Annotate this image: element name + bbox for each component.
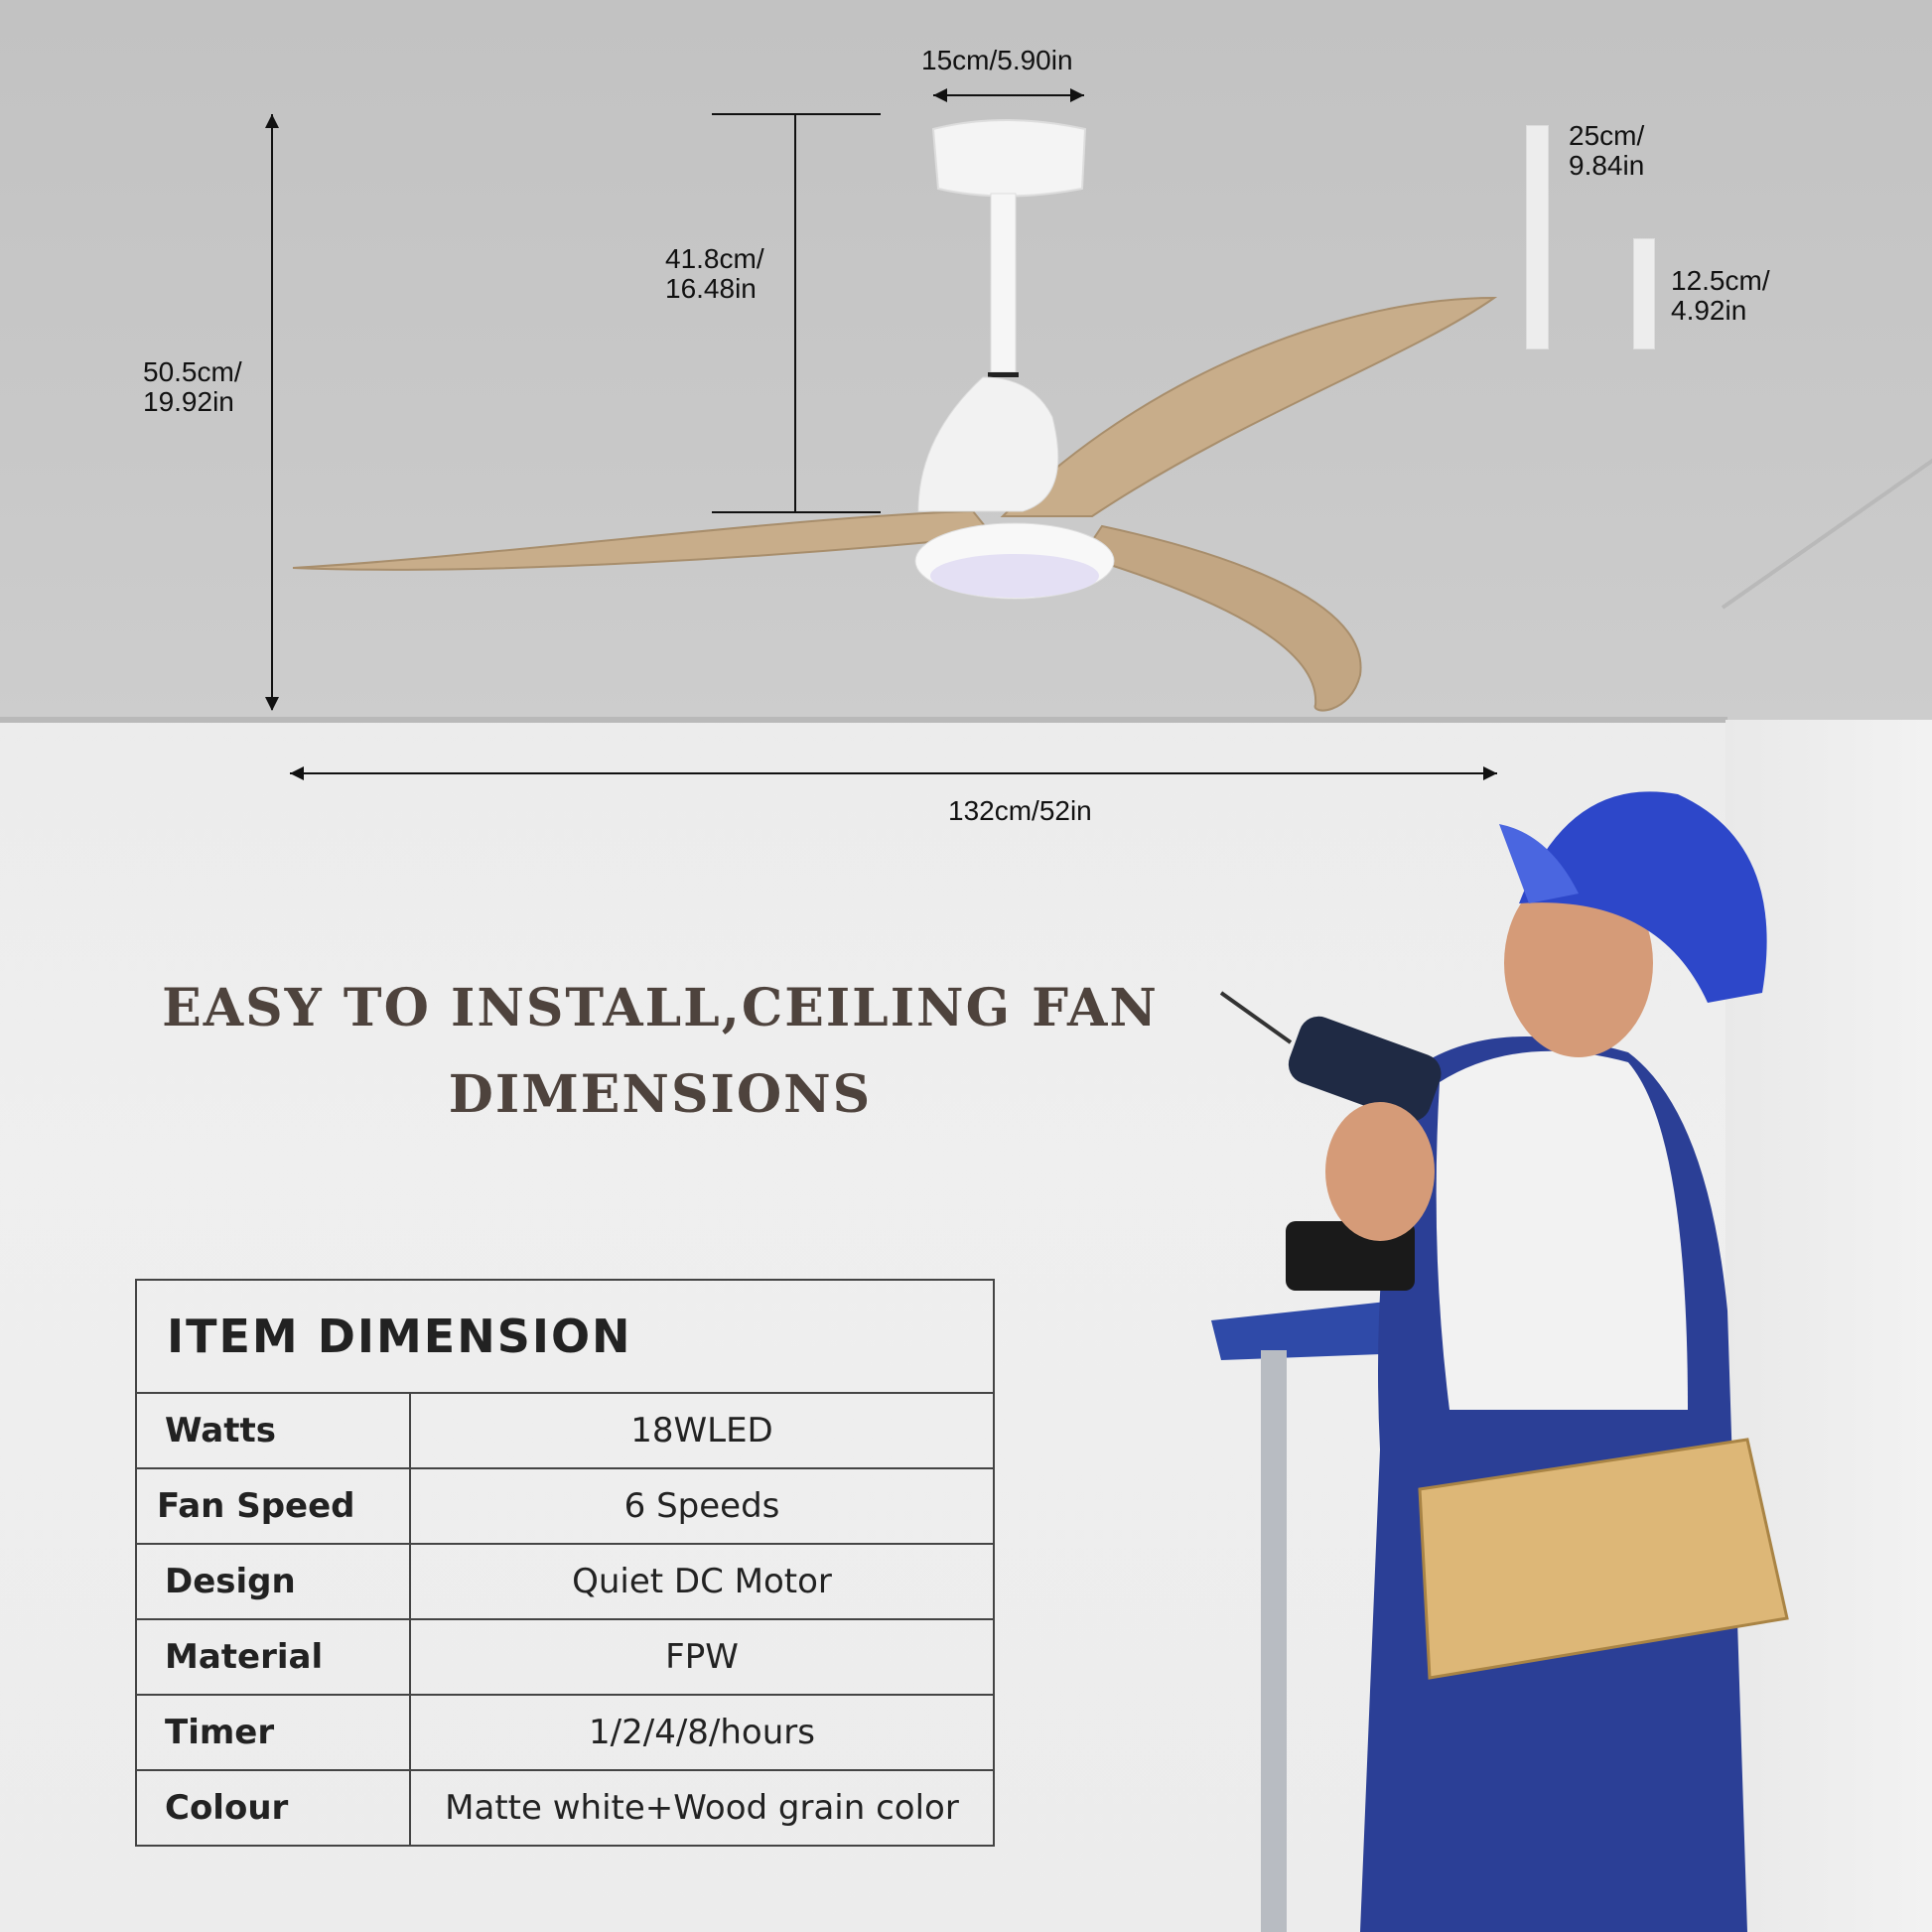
canopy-width-line [933,94,1084,96]
worker-image [1211,791,1789,1932]
total-height-label: 50.5cm/ 19.92in [143,356,242,417]
arrow-right-icon [1070,88,1084,102]
spec-value: Quiet DC Motor [409,1543,995,1620]
table-row: Colour Matte white+Wood grain color [135,1769,995,1847]
arrow-down-icon [265,697,279,711]
table-row: Watts 18WLED [135,1392,995,1469]
headline-line-1: EASY TO INSTALL,CEILING FAN [162,978,1159,1038]
spec-label: Material [135,1618,411,1696]
table-row: Material FPW [135,1618,995,1696]
spec-value: Matte white+Wood grain color [409,1769,995,1847]
downrod-bottom-line [712,511,881,513]
spec-value: 18WLED [409,1392,995,1469]
ceiling-fan-image [292,119,1498,712]
spec-value: FPW [409,1618,995,1696]
table-row: Fan Speed 6 Speeds [135,1467,995,1545]
short-rod-label: 12.5cm/ 4.92in [1671,265,1770,326]
downrod-height-label: 41.8cm/ 16.48in [665,243,764,304]
spec-label: Fan Speed [135,1467,411,1545]
table-row: Timer 1/2/4/8/hours [135,1694,995,1771]
table-row: Design Quiet DC Motor [135,1543,995,1620]
short-downrod-image [1633,238,1655,349]
spec-label: Design [135,1543,411,1620]
blade-span-label: 132cm/52in [948,795,1092,826]
spec-table-title: ITEM DIMENSION [135,1279,995,1394]
spec-label: Timer [135,1694,411,1771]
blade-span-line [290,772,1497,774]
downrod-top-line [712,113,881,115]
downrod-height-line [794,113,796,512]
spec-label: Colour [135,1769,411,1847]
long-rod-label: 25cm/ 9.84in [1569,120,1645,181]
arrow-right-icon [1483,766,1497,780]
spec-value: 6 Speeds [409,1467,995,1545]
total-height-line [271,114,273,710]
spec-value: 1/2/4/8/hours [409,1694,995,1771]
spec-label: Watts [135,1392,411,1469]
canopy-width-label: 15cm/5.90in [921,45,1073,75]
ceiling-edge [0,717,1727,723]
headline-line-2: DIMENSIONS [448,1064,873,1125]
ceiling-background [0,0,1932,720]
arrow-left-icon [290,766,304,780]
arrow-left-icon [933,88,947,102]
arrow-up-icon [265,114,279,128]
long-downrod-image [1526,125,1549,349]
spec-table: ITEM DIMENSION Watts 18WLED Fan Speed 6 … [135,1279,995,1847]
